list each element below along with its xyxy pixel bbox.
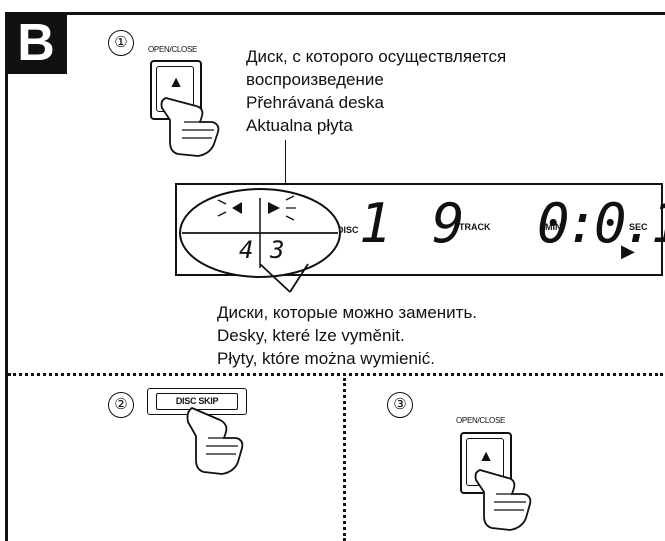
pressing-hand-icon-3 [474,469,532,531]
vertical-divider [343,378,346,541]
pressing-hand-icon-1 [160,97,220,157]
step-3-number: ③ [387,392,413,418]
min-label: MIN [545,222,562,232]
open-close-label-1: OPEN/CLOSE [148,45,198,54]
track-number: 9 [432,192,465,255]
play-icon: ▶ [621,241,635,261]
disc-label: DISC [337,225,359,235]
tray-digit-right: 3 [270,236,285,264]
sec-label: SEC [629,222,648,232]
changeable-discs-pointer [259,263,309,293]
horizontal-divider [8,373,663,376]
eject-icon: ▲ [478,448,494,465]
disc-number: 1 [359,192,392,255]
section-frame [5,12,665,541]
eject-icon: ▲ [168,74,184,91]
step-2-number: ② [108,392,134,418]
track-label: TRACK [459,222,491,232]
current-disc-pointer-line [285,140,286,184]
step-1-number: ① [108,30,134,56]
time-readout: 0:0.1 [537,192,665,255]
disc-tray-diagram [179,188,341,278]
pressing-hand-icon-2 [186,406,244,475]
section-badge: B [5,12,67,74]
tray-digit-left: 4 [239,236,254,264]
open-close-label-3: OPEN/CLOSE [456,416,506,425]
